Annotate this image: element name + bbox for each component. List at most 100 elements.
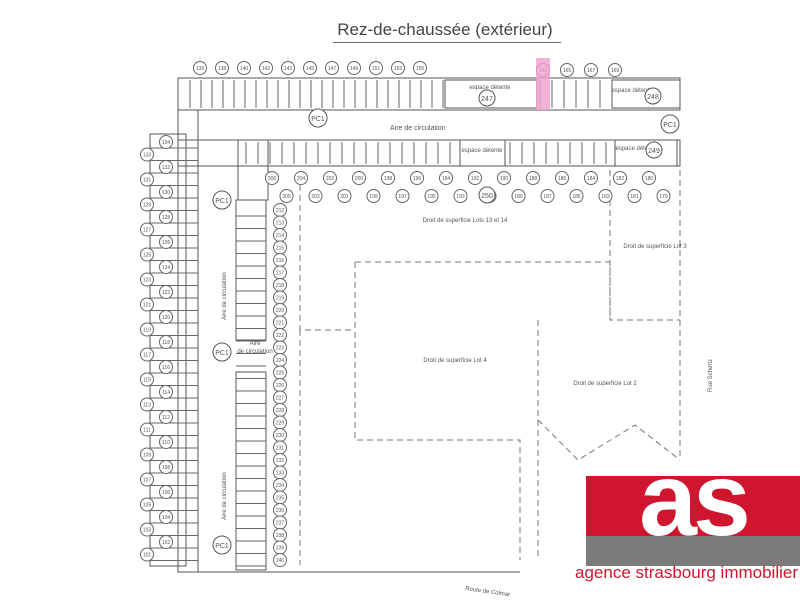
lot-124-label: 124	[162, 265, 171, 271]
espace-detente-250-box	[459, 139, 506, 167]
lot-155-label: 155	[416, 66, 425, 72]
lot-140	[237, 61, 251, 75]
lot-118	[159, 335, 173, 349]
lot-189-label: 189	[514, 194, 523, 200]
lot-193-label: 193	[456, 194, 465, 200]
lot-239-label: 239	[276, 546, 285, 552]
lot-220-label: 220	[276, 308, 285, 314]
lot-165	[560, 63, 574, 77]
lot-139-label: 139	[196, 66, 205, 72]
lot-126-label: 126	[162, 240, 171, 246]
lot-196	[410, 171, 424, 185]
droit-lot-2: Droit de superficie Lot 2	[573, 381, 637, 387]
lot-125-label: 125	[143, 253, 152, 259]
lot-215-label: 215	[276, 246, 285, 252]
lot-134	[159, 135, 173, 149]
lot-117-label: 117	[143, 353, 151, 359]
lot-169-label: 169	[611, 68, 620, 74]
lot-189	[511, 189, 526, 203]
pc1-right: PC1	[663, 122, 677, 129]
inner-parking-column-top	[237, 139, 269, 201]
lot-225-label: 225	[276, 371, 285, 377]
lot-142	[259, 61, 273, 75]
num-247: 247	[481, 96, 493, 103]
espace-detente-250-label: espace détente	[461, 148, 503, 154]
lot-128	[159, 210, 173, 224]
lot-113	[140, 397, 154, 412]
aire-vertical-1: Aire de circulation	[222, 272, 228, 320]
lot-187	[540, 189, 555, 203]
lot-126	[159, 235, 173, 249]
lot-201	[337, 189, 352, 203]
lot-230-label: 230	[276, 433, 285, 439]
lot-110-label: 110	[162, 440, 170, 446]
lot-130-label: 130	[162, 190, 171, 196]
lot-125	[140, 247, 154, 262]
lot-123	[140, 272, 154, 287]
lot-194	[439, 171, 453, 185]
lot-194-label: 194	[442, 176, 451, 182]
lot-213-label: 213	[276, 221, 285, 227]
lot-131-label: 131	[143, 178, 152, 184]
num-250: 250	[481, 193, 493, 200]
lot-231-label: 231	[276, 446, 285, 452]
droit-lots-13-14: Droit de superficie Lots 13 et 14	[423, 218, 508, 224]
lot-184-label: 184	[587, 176, 596, 182]
lot-112-label: 112	[162, 415, 170, 421]
lot-217-label: 217	[276, 271, 285, 277]
lot-232-label: 232	[276, 458, 285, 464]
lot-113-label: 113	[143, 403, 151, 409]
lot-147	[325, 61, 339, 75]
lot-197	[395, 189, 410, 203]
inner-parking-column-lower	[235, 371, 267, 571]
lot-145	[303, 61, 317, 75]
aire-circulation-label: Aire de circulation	[390, 125, 446, 132]
lot-198-label: 198	[384, 176, 393, 182]
lot-105-label: 105	[143, 503, 152, 509]
lot-192-label: 192	[471, 176, 480, 182]
droit-lot-3: Droit de superficie Lot 3	[623, 244, 687, 250]
aire-lockers-label-2: de circulation	[237, 349, 272, 355]
lot-200	[352, 171, 366, 185]
lot-108-label: 108	[162, 465, 171, 471]
lot-199	[366, 189, 381, 203]
lot-138	[215, 61, 229, 75]
lot-107	[140, 472, 154, 487]
lot-204	[294, 171, 308, 185]
lot-203-label: 203	[311, 194, 320, 200]
lot-121	[140, 297, 154, 312]
lot-106-label: 106	[162, 490, 171, 496]
lot-139	[193, 61, 207, 75]
inner-parking-column-upper	[235, 199, 267, 341]
lot-181-label: 181	[630, 194, 639, 200]
left-parking-column	[149, 133, 187, 567]
lot-149	[347, 61, 361, 75]
left-wall	[177, 109, 199, 573]
lot-128-label: 128	[162, 215, 171, 221]
lot-119-label: 119	[143, 328, 151, 334]
lot-223-label: 223	[276, 346, 285, 352]
lot-193	[453, 189, 468, 203]
lot-180	[642, 171, 656, 185]
lot-140-label: 140	[240, 66, 249, 72]
lot-187-label: 187	[543, 194, 552, 200]
lot-151	[369, 61, 383, 75]
lot-216-label: 216	[276, 258, 285, 264]
lot-182	[613, 171, 627, 185]
lot-110	[159, 435, 173, 449]
pc1-bottom: PC1	[215, 543, 229, 550]
lot-234-label: 234	[276, 483, 285, 489]
lot-180-label: 180	[645, 176, 654, 182]
lot-190	[497, 171, 511, 185]
lot-116-label: 116	[162, 365, 170, 371]
lot-109	[140, 447, 154, 462]
lot-104	[159, 510, 173, 524]
lot-218-label: 218	[276, 283, 285, 289]
lot-202-label: 202	[326, 176, 335, 182]
lot-123-label: 123	[143, 278, 152, 284]
lot-186-label: 186	[558, 176, 567, 182]
lot-138-label: 138	[218, 66, 227, 72]
espace-detente-249-label: espace détente	[615, 146, 657, 152]
lot-181	[627, 189, 642, 203]
lot-222-label: 222	[276, 333, 285, 339]
